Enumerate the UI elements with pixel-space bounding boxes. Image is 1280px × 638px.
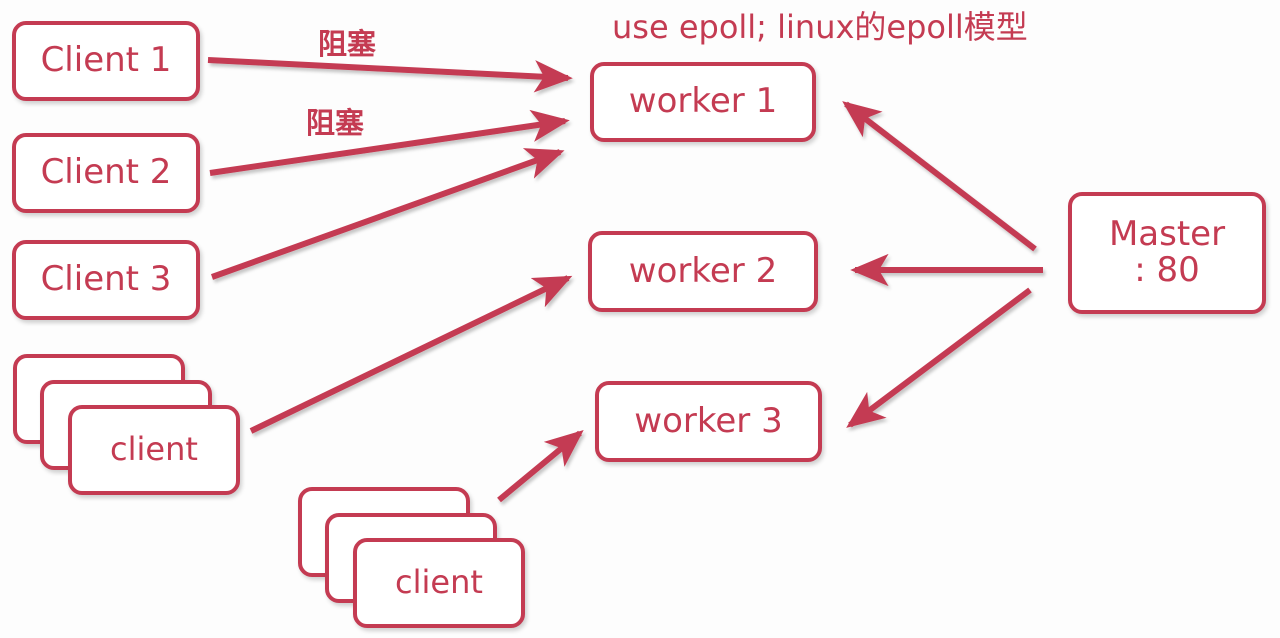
client-stack-2-layer-front[interactable]: client bbox=[353, 538, 525, 628]
edge-label-blocking-2: 阻塞 bbox=[306, 106, 365, 140]
worker-box-2-label: worker 2 bbox=[628, 250, 778, 291]
master-box-label-line1: Master bbox=[1108, 214, 1226, 255]
arrow-master-worker1 bbox=[842, 101, 1037, 252]
arrow-master-worker3 bbox=[846, 287, 1032, 428]
diagram-title: use epoll; linux的epoll模型 bbox=[612, 8, 1028, 46]
master-box[interactable]: Master : 80 bbox=[1068, 192, 1266, 314]
client-box-1-label: Client 1 bbox=[40, 40, 172, 81]
worker-box-1-label: worker 1 bbox=[628, 81, 778, 122]
arrow-clientstack1-worker2 bbox=[249, 275, 573, 434]
arrow-clientstack2-worker3 bbox=[497, 429, 584, 503]
client-stack-2-label: client bbox=[395, 563, 483, 602]
client-stack-1-label: client bbox=[110, 430, 198, 469]
client-box-2[interactable]: Client 2 bbox=[12, 133, 200, 213]
worker-box-2[interactable]: worker 2 bbox=[588, 231, 818, 312]
client-stack-1-layer-front[interactable]: client bbox=[68, 405, 240, 495]
client-box-3[interactable]: Client 3 bbox=[12, 240, 200, 320]
client-box-2-label: Client 2 bbox=[40, 152, 172, 193]
worker-box-3-label: worker 3 bbox=[634, 400, 783, 441]
client-box-3-label: Client 3 bbox=[40, 259, 172, 300]
master-box-label-line2: : 80 bbox=[1134, 250, 1200, 290]
arrow-client2-worker1 bbox=[209, 109, 570, 176]
arrow-client1-worker1 bbox=[207, 57, 573, 93]
edge-label-blocking-1: 阻塞 bbox=[318, 27, 377, 61]
arrow-client3-worker1 bbox=[210, 148, 565, 280]
worker-box-1[interactable]: worker 1 bbox=[590, 62, 816, 142]
worker-box-3[interactable]: worker 3 bbox=[595, 381, 822, 462]
client-box-1[interactable]: Client 1 bbox=[12, 21, 200, 101]
